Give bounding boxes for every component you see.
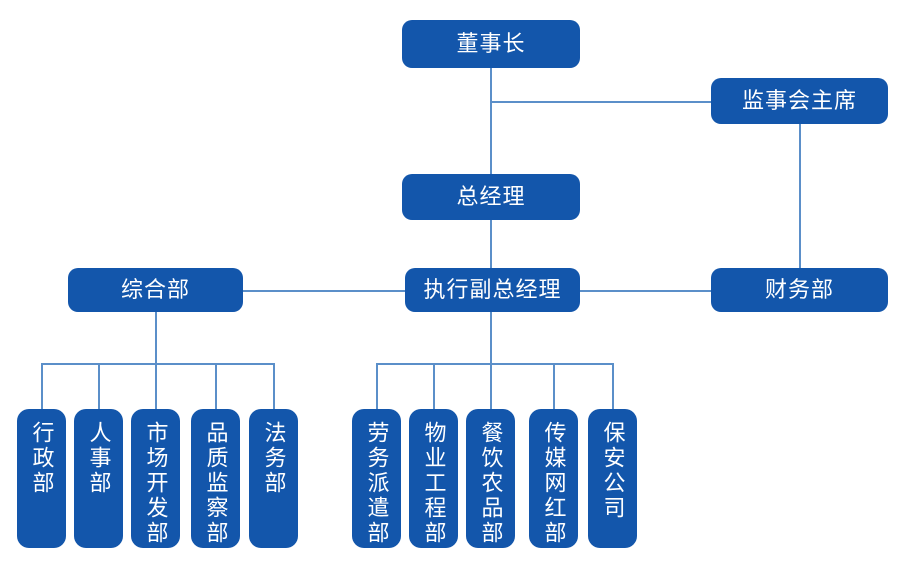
node-chairman[interactable]: 董事长 [402, 20, 580, 68]
node-dept-right-1-label: 劳务派遣部 [364, 421, 390, 546]
node-exec-deputy-gm-label: 执行副总经理 [423, 276, 562, 302]
node-dept-right-4[interactable]: 传媒网红部 [529, 409, 578, 548]
node-dept-left-4[interactable]: 品质监察部 [191, 409, 240, 548]
node-dept-right-3-label: 餐饮农品部 [478, 421, 504, 546]
node-general-manager[interactable]: 总经理 [402, 174, 580, 220]
node-dept-right-2[interactable]: 物业工程部 [409, 409, 458, 548]
connector-execvp-to-finance [580, 290, 711, 292]
node-supervisor-chair-label: 监事会主席 [741, 87, 857, 113]
node-dept-left-2[interactable]: 人事部 [74, 409, 123, 548]
node-finance-label: 财务部 [764, 276, 834, 302]
connector-left-drop-1 [41, 363, 43, 409]
connector-execvp-to-general-affairs [243, 290, 405, 292]
node-chairman-label: 董事长 [456, 30, 526, 56]
node-dept-left-3[interactable]: 市场开发部 [131, 409, 180, 548]
node-dept-left-3-label: 市场开发部 [143, 421, 169, 546]
node-finance[interactable]: 财务部 [711, 268, 888, 312]
node-dept-left-5-label: 法务部 [261, 421, 287, 496]
node-general-manager-label: 总经理 [456, 183, 526, 209]
connector-right-drop-4 [553, 363, 555, 409]
node-exec-deputy-gm[interactable]: 执行副总经理 [405, 268, 580, 312]
connector-left-drop-3 [155, 363, 157, 409]
node-dept-left-1-label: 行政部 [29, 421, 55, 496]
node-general-affairs-label: 综合部 [120, 276, 190, 302]
connector-left-drop-5 [273, 363, 275, 409]
node-general-affairs[interactable]: 综合部 [68, 268, 243, 312]
node-dept-right-5-label: 保安公司 [600, 421, 626, 521]
node-dept-left-4-label: 品质监察部 [203, 421, 229, 546]
connector-gm-to-execvp [490, 220, 492, 270]
connector-right-drop-3 [490, 363, 492, 409]
connector-left-drop-4 [215, 363, 217, 409]
node-dept-left-5[interactable]: 法务部 [249, 409, 298, 548]
connector-right-drop-5 [612, 363, 614, 409]
node-dept-left-2-label: 人事部 [86, 421, 112, 496]
node-dept-right-5[interactable]: 保安公司 [588, 409, 637, 548]
node-dept-right-1[interactable]: 劳务派遣部 [352, 409, 401, 548]
connector-right-drop-1 [376, 363, 378, 409]
connector-general-affairs-stem [155, 312, 157, 364]
node-supervisor-chair[interactable]: 监事会主席 [711, 78, 888, 124]
node-dept-right-3[interactable]: 餐饮农品部 [466, 409, 515, 548]
connector-left-group-bus [41, 363, 273, 365]
connector-chairman-to-supervisor [490, 101, 712, 103]
connector-chairman-stem [490, 68, 492, 180]
connector-right-group-bus [376, 363, 612, 365]
connector-supervisor-to-finance [799, 124, 801, 270]
node-dept-right-4-label: 传媒网红部 [541, 421, 567, 546]
connector-left-drop-2 [98, 363, 100, 409]
node-dept-left-1[interactable]: 行政部 [17, 409, 66, 548]
node-dept-right-2-label: 物业工程部 [421, 421, 447, 546]
connector-right-drop-2 [433, 363, 435, 409]
connector-execvp-stem [490, 312, 492, 364]
